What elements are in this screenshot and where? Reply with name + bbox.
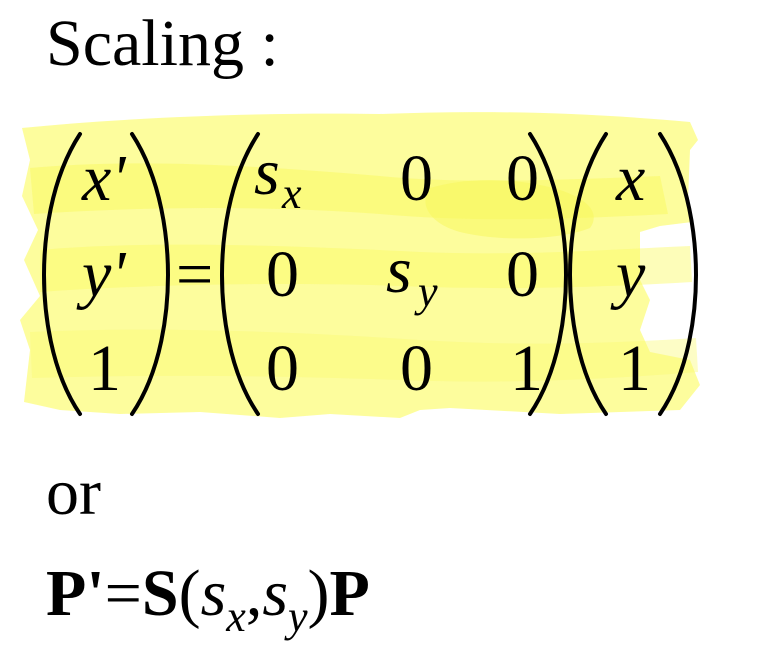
matrix-left-paren bbox=[219, 132, 260, 416]
formula-p: P bbox=[329, 557, 370, 630]
lhs-x-prime: x' bbox=[82, 142, 126, 215]
matrix-r2-c1: 0 bbox=[266, 238, 299, 311]
matrix-r3-c2: 0 bbox=[400, 332, 433, 405]
highlight-blob-right bbox=[425, 179, 594, 239]
rhs-one: 1 bbox=[618, 332, 651, 405]
compact-formula: P'=S(sx,sy)P bbox=[46, 556, 370, 641]
formula-close-paren: ) bbox=[307, 557, 330, 630]
rhs-y: y bbox=[616, 238, 646, 311]
highlight-band-middle bbox=[40, 244, 692, 292]
lhs-y-prime: y' bbox=[82, 238, 126, 311]
lhs-one: 1 bbox=[88, 332, 121, 405]
formula-s-x: s bbox=[200, 557, 227, 630]
formula-comma: , bbox=[245, 557, 263, 630]
page-title: Scaling : bbox=[46, 7, 279, 80]
rhs-left-paren bbox=[567, 132, 608, 416]
matrix-s-y-subscript: y bbox=[418, 267, 438, 316]
matrix-r3-c1: 0 bbox=[266, 332, 299, 405]
matrix-r3-c3: 1 bbox=[510, 332, 543, 405]
matrix-r1-c2: 0 bbox=[400, 142, 433, 215]
lhs-right-paren bbox=[130, 132, 171, 416]
rhs-right-paren bbox=[658, 132, 699, 416]
matrix-s-x: s bbox=[254, 136, 280, 209]
matrix-s-y: s bbox=[386, 234, 412, 307]
formula-equals: = bbox=[104, 557, 142, 630]
matrix-right-paren bbox=[528, 132, 569, 416]
formula-scale-function: S bbox=[141, 557, 179, 630]
formula-open-paren: ( bbox=[178, 557, 201, 630]
formula-s-y: s bbox=[262, 557, 288, 630]
rhs-x: x bbox=[616, 142, 646, 215]
formula-s-x-subscript: x bbox=[226, 592, 246, 641]
connector-text: or bbox=[46, 456, 101, 529]
matrix-r1-c3: 0 bbox=[506, 142, 539, 215]
matrix-r2-c3: 0 bbox=[506, 238, 539, 311]
formula-p-prime: P' bbox=[46, 557, 105, 630]
lhs-left-paren bbox=[41, 132, 82, 416]
formula-s-y-subscript: y bbox=[288, 592, 308, 641]
matrix-s-x-subscript: x bbox=[282, 169, 302, 218]
highlight-band-low bbox=[30, 329, 698, 382]
equals-sign: = bbox=[176, 238, 214, 311]
